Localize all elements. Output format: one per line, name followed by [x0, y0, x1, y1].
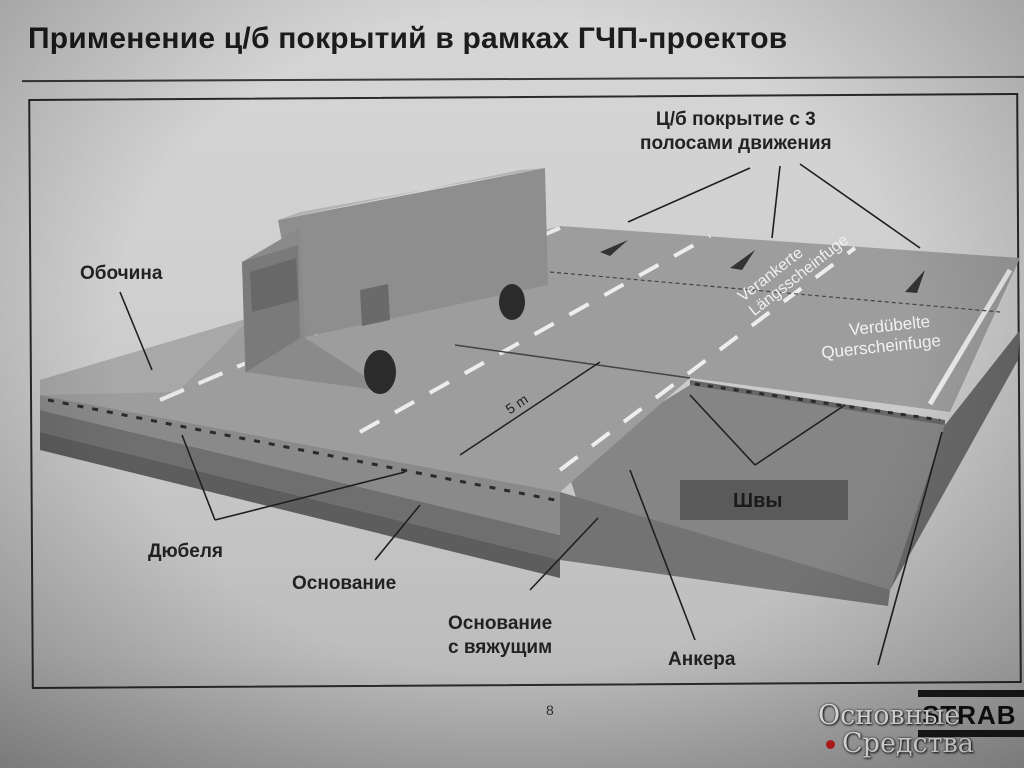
- callout-dowels-2: [214, 471, 406, 521]
- lane-arrow-3: [905, 270, 925, 293]
- company-logo: STRAB: [918, 690, 1024, 737]
- top-callout-line2: полосами движения: [640, 133, 832, 154]
- truck-side-window: [360, 284, 390, 326]
- callout-anchors: [629, 469, 696, 641]
- dowels-row-pit: [694, 382, 941, 422]
- callout-joints-1: [689, 394, 756, 466]
- callout-lanes-1: [627, 167, 751, 223]
- truck-windshield: [250, 258, 298, 312]
- base-layer-front-lower: [40, 432, 560, 578]
- truck-front-wheel: [364, 350, 396, 394]
- callout-joints-2: [754, 404, 846, 466]
- callout-shoulder: [119, 291, 153, 371]
- callout-right-edge: [877, 431, 943, 666]
- dowels-row: [47, 398, 556, 502]
- base-layer-front: [40, 410, 560, 560]
- callout-dowels-1: [181, 434, 216, 521]
- truck-box-side: [278, 168, 548, 338]
- shoulder-strip: [40, 318, 250, 395]
- callout-lanes-3: [799, 163, 921, 249]
- joints-panel: [680, 480, 848, 520]
- transverse-joint-2: [549, 271, 1001, 313]
- joints-label: Швы: [733, 490, 783, 512]
- anchors-label: Анкера: [668, 649, 736, 670]
- top-callout-label: Ц/б покрытие с 3 полосами движения: [640, 108, 832, 156]
- distance-dimension-line: [459, 361, 601, 456]
- bound-base-line2: с вяжущим: [448, 637, 553, 658]
- logo-bar: [918, 690, 1024, 697]
- lane-arrow-1: [600, 240, 628, 256]
- lane-dash-2: [558, 246, 857, 472]
- watermark-line1: Основные: [818, 700, 961, 731]
- shoulder-label: Обочина: [80, 263, 163, 284]
- slide-title: Применение ц/б покрытий в рамках ГЧП-про…: [28, 22, 788, 55]
- callout-bound-base: [529, 517, 599, 591]
- pit-right-face: [890, 330, 1020, 590]
- dowels-label: Дюбеля: [148, 541, 223, 562]
- lane-dash-1: [359, 234, 711, 434]
- bound-base-label: Основание с вяжущим: [448, 612, 552, 660]
- bound-base-line1: Основание: [448, 613, 553, 634]
- watermark-dot: [826, 740, 835, 749]
- lane-edge-right: [927, 268, 1013, 406]
- watermark-line2: Средства: [842, 728, 974, 759]
- callout-lanes-2: [771, 165, 781, 239]
- truck-rear-wheel: [499, 284, 525, 320]
- callout-base: [374, 504, 421, 561]
- pit-front-face: [560, 492, 890, 606]
- dowel-band: [40, 395, 560, 535]
- transverse-joint-1: [454, 344, 691, 379]
- base-label: Основание: [292, 573, 397, 594]
- lane-arrow-2: [730, 250, 755, 270]
- top-callout-line1: Ц/б покрытие с 3: [655, 109, 816, 130]
- page-number: 8: [546, 702, 554, 718]
- logo-text: STRAB: [922, 700, 1017, 730]
- logo-bar-bottom: [918, 730, 1024, 737]
